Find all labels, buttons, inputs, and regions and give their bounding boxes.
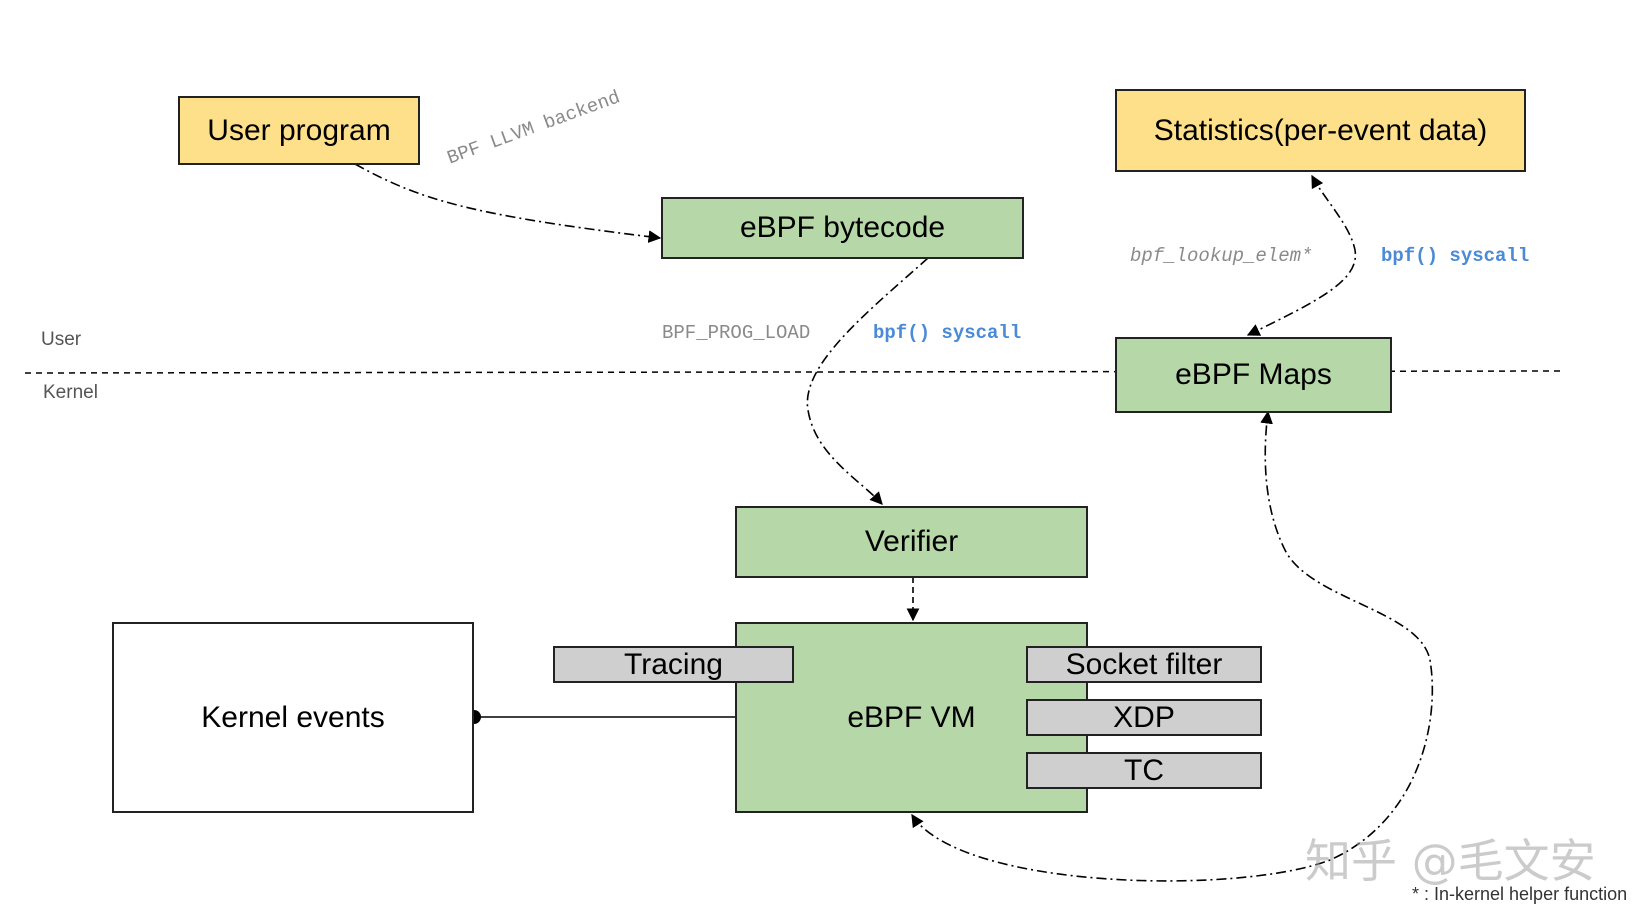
ebpf-maps-label: eBPF Maps (1175, 358, 1332, 391)
ebpf-bytecode-label: eBPF bytecode (739, 211, 946, 244)
tracing-hook-box: Tracing (553, 646, 794, 683)
kernel-space-label: Kernel (43, 382, 98, 403)
prog-load-edge-label: BPF_PROG_LOAD (662, 322, 811, 344)
edge-user-program-to-bytecode (354, 163, 662, 243)
xdp-hook-box: XDP (1026, 699, 1262, 736)
edge-vm-to-maps (911, 410, 1434, 882)
user-program-label: User program (207, 113, 391, 147)
maps-syscall-label: bpf() syscall (1381, 245, 1530, 267)
statistics-box: Statistics(per-event data) (1115, 89, 1526, 172)
user-space-label: User (41, 329, 82, 350)
watermark-text: 知乎 @毛文安 (1305, 834, 1596, 888)
socket-filter-hook-label: Socket filter (1065, 647, 1223, 681)
lookup-elem-edge-label: bpf_lookup_elem* (1130, 245, 1313, 267)
verifier-box: Verifier (735, 506, 1088, 578)
ebpf-vm-label: eBPF VM (847, 700, 976, 734)
xdp-hook-label: XDP (1113, 700, 1175, 734)
footnote-text: * : In-kernel helper function (1412, 884, 1628, 904)
kernel-events-label: Kernel events (201, 700, 385, 734)
socket-filter-hook-box: Socket filter (1026, 646, 1262, 683)
edge-bytecode-to-verifier (806, 257, 929, 505)
kernel-events-box: Kernel events (112, 622, 474, 813)
tc-hook-box: TC (1026, 752, 1262, 789)
tracing-hook-label: Tracing (624, 647, 723, 681)
edge-maps-to-statistics (1246, 174, 1357, 336)
user-program-box: User program (178, 96, 420, 165)
tc-hook-label: TC (1124, 753, 1164, 787)
verifier-label: Verifier (864, 525, 959, 558)
ebpf-maps-box: eBPF Maps (1115, 337, 1392, 413)
statistics-label: Statistics(per-event data) (1153, 113, 1488, 147)
ebpf-bytecode-box: eBPF bytecode (661, 197, 1024, 259)
prog-load-syscall-label: bpf() syscall (873, 322, 1022, 344)
